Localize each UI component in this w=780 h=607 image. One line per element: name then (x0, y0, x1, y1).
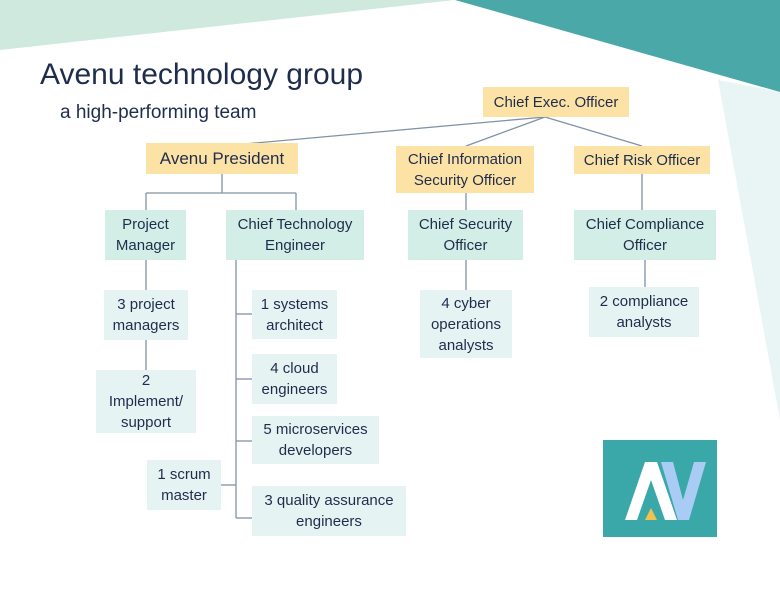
page-title: Avenu technology group (40, 58, 364, 91)
org-box-ciso: Chief Information Security Officer (396, 146, 534, 193)
page-subtitle: a high-performing team (60, 102, 257, 123)
org-box-cro: Chief Risk Officer (574, 146, 710, 174)
org-box-cso: Chief Security Officer (408, 210, 523, 260)
org-box-microservices: 5 microservices developers (252, 416, 379, 464)
top-band-light (0, 0, 455, 50)
org-box-president: Avenu President (146, 143, 298, 174)
top-band-teal (455, 0, 780, 92)
org-box-implement-support: 2 Implement/ support (96, 370, 196, 433)
org-box-ceo: Chief Exec. Officer (483, 87, 629, 117)
org-box-cloud-engineers: 4 cloud engineers (252, 354, 337, 404)
org-box-qa-engineers: 3 quality assurance engineers (252, 486, 406, 536)
org-box-cyber-analysts: 4 cyber operations analysts (420, 290, 512, 358)
org-box-pm-team: 3 project managers (104, 290, 188, 340)
org-box-project-manager: Project Manager (105, 210, 186, 260)
org-box-compliance-analysts: 2 compliance analysts (589, 287, 699, 337)
logo-letter-a (625, 462, 677, 520)
logo-accent (645, 508, 657, 520)
org-box-cco: Chief Compliance Officer (574, 210, 716, 260)
logo-letter-v (661, 462, 706, 520)
av-logo-icon (603, 440, 717, 537)
org-box-systems-architect: 1 systems architect (252, 290, 337, 339)
org-box-cte: Chief Technology Engineer (226, 210, 364, 260)
right-panel (718, 80, 780, 420)
org-box-scrum-master: 1 scrum master (147, 460, 221, 510)
